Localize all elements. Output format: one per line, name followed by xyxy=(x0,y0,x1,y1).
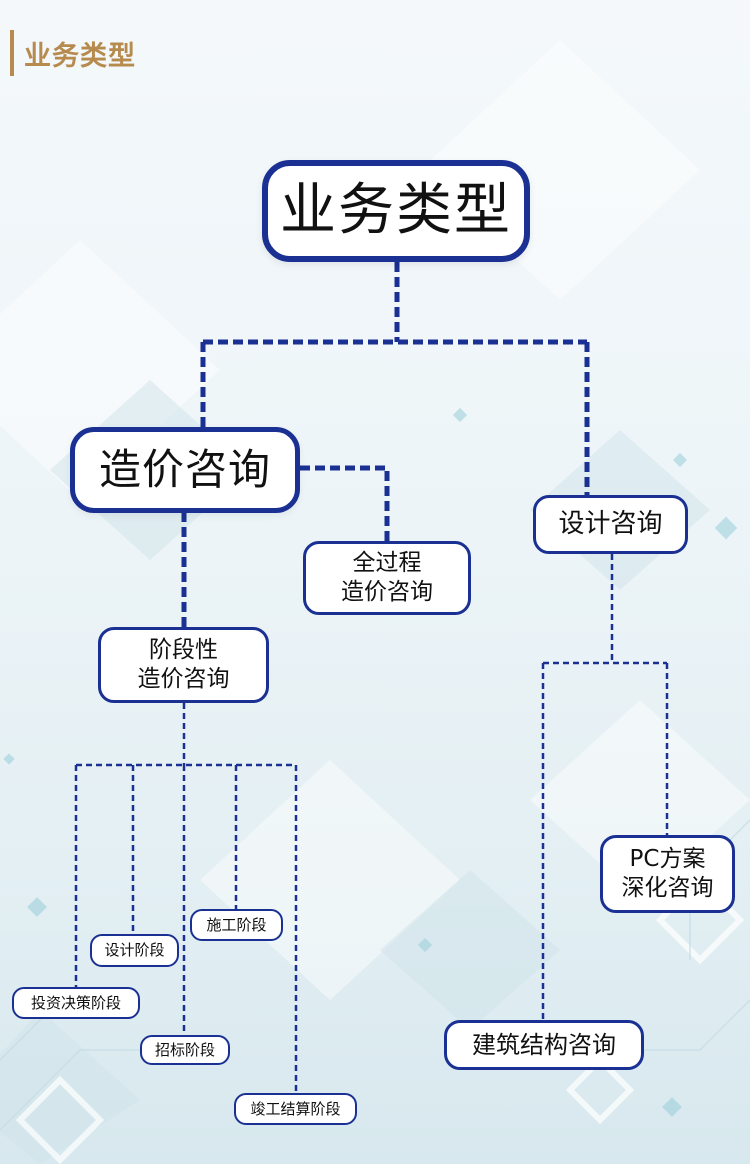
connector-to-full-process xyxy=(300,465,390,541)
phased-line1: 阶段性 xyxy=(149,637,218,664)
pc-plan-node: PC方案 深化咨询 xyxy=(600,835,735,913)
pc-plan-line2: 深化咨询 xyxy=(621,875,714,901)
design-consulting-node: 设计咨询 xyxy=(533,495,688,554)
full-process-node: 全过程 造价咨询 xyxy=(303,541,471,615)
phased-node: 阶段性 造价咨询 xyxy=(98,627,269,703)
section-title: 业务类型 xyxy=(24,40,136,72)
stage-investment-node: 投资决策阶段 xyxy=(12,987,140,1019)
stage-design-node: 设计阶段 xyxy=(90,934,179,967)
stage-construction-node: 施工阶段 xyxy=(190,909,283,941)
cost-consulting-node: 造价咨询 xyxy=(70,427,300,513)
phased-line2: 造价咨询 xyxy=(137,666,230,692)
full-process-line2: 造价咨询 xyxy=(341,579,433,605)
section-header: 业务类型 xyxy=(10,30,136,76)
stage-tendering-node: 招标阶段 xyxy=(140,1035,230,1065)
pc-plan-line1: PC方案 xyxy=(629,846,706,873)
full-process-line1: 全过程 xyxy=(352,550,422,577)
structure-consulting-node: 建筑结构咨询 xyxy=(444,1020,644,1070)
header-accent-bar xyxy=(10,30,14,76)
root-node: 业务类型 xyxy=(262,160,530,262)
stage-completion-node: 竣工结算阶段 xyxy=(234,1093,357,1125)
